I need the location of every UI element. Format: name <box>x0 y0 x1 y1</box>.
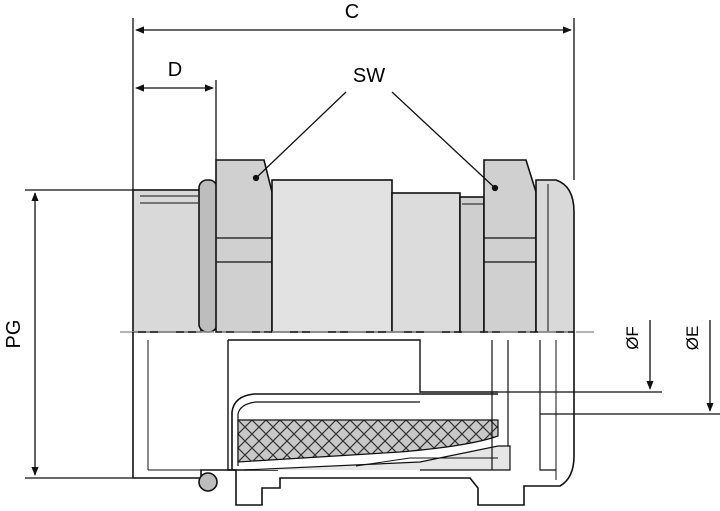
label-pg: PG <box>3 320 25 349</box>
label-c: C <box>345 1 359 23</box>
hex-nut-left <box>215 159 273 333</box>
o-ring-upper <box>198 179 218 333</box>
sw-leader-left <box>255 91 347 179</box>
label-sw: SW <box>353 65 385 87</box>
thread-entry-upper <box>132 189 202 333</box>
dimension-lines <box>25 18 720 479</box>
gland-body <box>271 179 393 333</box>
gland-section-view <box>132 332 575 506</box>
o-ring-section <box>198 472 218 492</box>
gland-exterior-view <box>132 159 575 333</box>
label-d: D <box>168 59 182 81</box>
dome-cap-upper <box>535 179 575 333</box>
label-f: ØF <box>623 326 642 350</box>
sw-leader-right <box>391 91 496 189</box>
gland-neck <box>391 192 461 333</box>
braid-shield <box>237 419 499 463</box>
section-outer-contour <box>132 332 575 506</box>
clamp-insert <box>231 393 498 470</box>
cone-sleeve <box>243 445 511 471</box>
label-e: ØE <box>683 326 702 351</box>
